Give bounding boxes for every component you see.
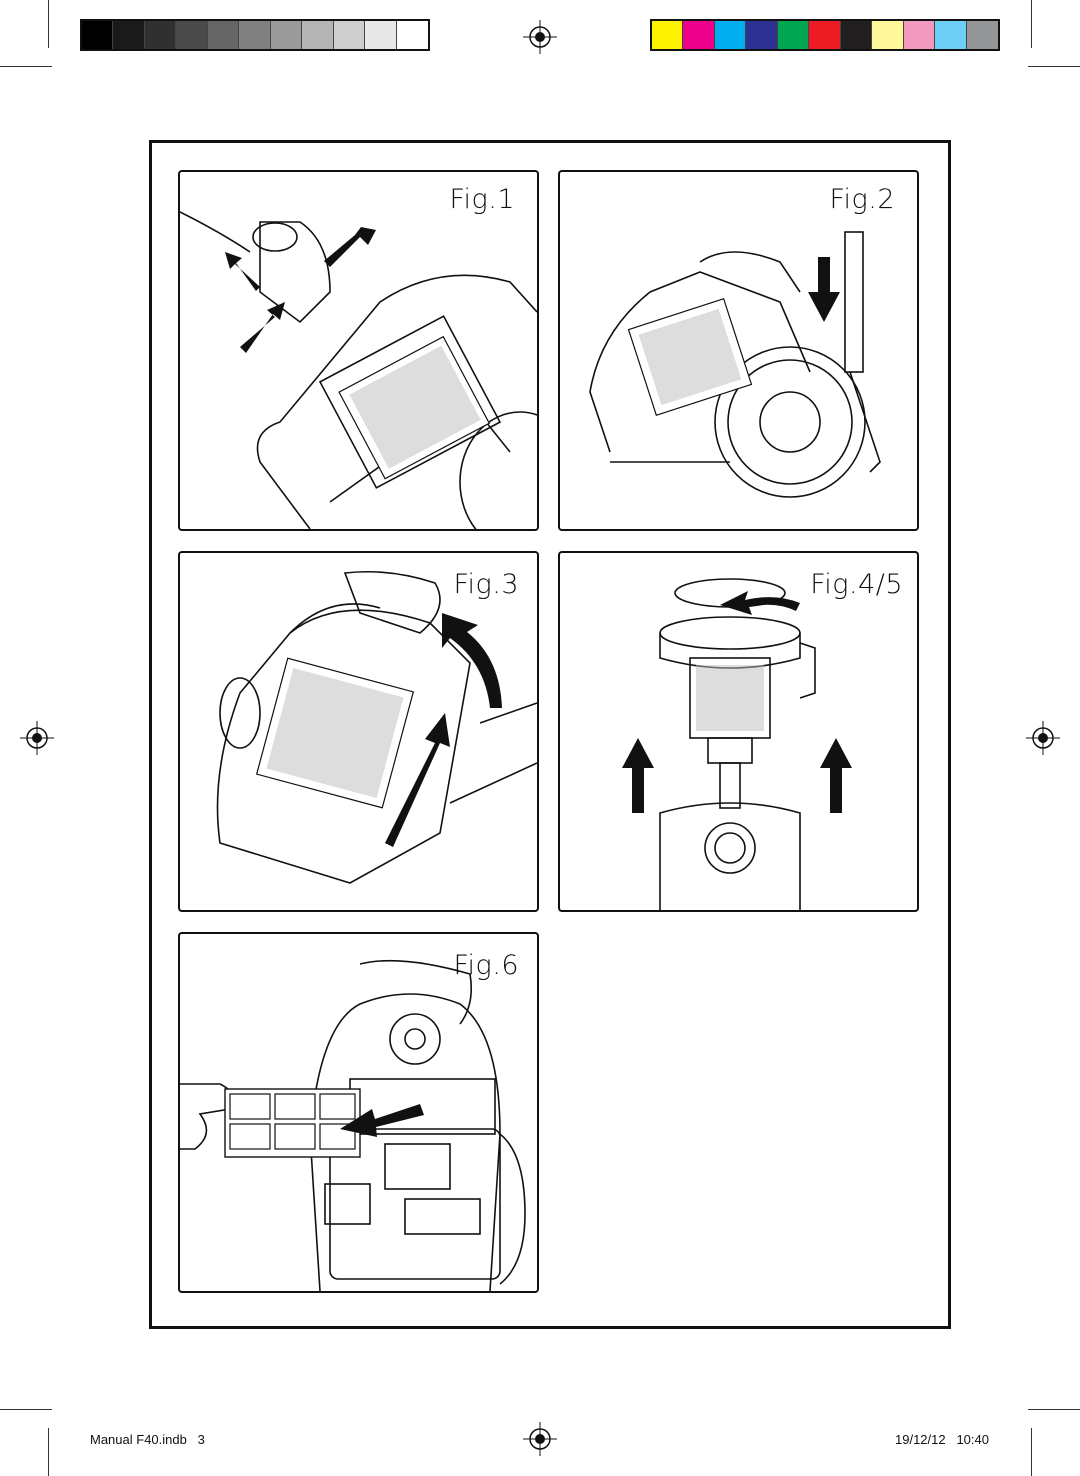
crop-mark xyxy=(1031,1428,1032,1476)
gray-swatch xyxy=(207,21,240,49)
filter-cleaning-illustration xyxy=(622,578,852,910)
gray-swatch xyxy=(365,21,397,49)
color-swatch xyxy=(652,21,684,49)
vacuum-handle-lift-illustration xyxy=(589,231,881,498)
figures-frame: Fig.1 Fig.2 xyxy=(149,140,951,1329)
fig2-label: Fig.2 xyxy=(829,184,895,215)
gray-swatch xyxy=(144,21,177,49)
gray-swatch xyxy=(113,21,145,49)
dust-container-removal-illustration xyxy=(216,571,537,884)
fig1-panel: Fig.1 xyxy=(178,170,539,531)
footer-file-label: Manual F40.indb 3 xyxy=(90,1432,205,1447)
color-swatch xyxy=(872,21,904,49)
vacuum-hose-detach-illustration xyxy=(180,211,537,529)
grayscale-calibration-strip xyxy=(80,19,430,51)
crop-mark xyxy=(1028,1409,1080,1410)
color-swatch xyxy=(714,21,747,49)
registration-target-icon xyxy=(523,20,557,54)
color-swatch xyxy=(809,21,841,49)
gray-swatch xyxy=(270,21,303,49)
color-swatch xyxy=(966,21,998,49)
crop-mark xyxy=(1028,66,1080,67)
fig45-label: Fig.4/5 xyxy=(810,569,903,600)
gray-swatch xyxy=(176,21,208,49)
color-swatch xyxy=(903,21,936,49)
color-swatch xyxy=(683,21,715,49)
fig45-panel: Fig.4/5 xyxy=(558,551,919,912)
gray-swatch xyxy=(82,21,114,49)
gray-swatch xyxy=(302,21,334,49)
crop-mark xyxy=(48,0,49,48)
color-swatch xyxy=(746,21,778,49)
footer-datetime-label: 19/12/12 10:40 xyxy=(895,1432,989,1447)
registration-target-icon xyxy=(523,1422,557,1456)
fig3-label: Fig.3 xyxy=(453,569,519,600)
registration-target-icon xyxy=(1026,721,1060,755)
color-swatch xyxy=(935,21,967,49)
gray-swatch xyxy=(396,21,428,49)
registration-target-icon xyxy=(20,721,54,755)
fig6-label: Fig.6 xyxy=(453,950,519,981)
fig3-panel: Fig.3 xyxy=(178,551,539,912)
crop-mark xyxy=(0,1409,52,1410)
gray-swatch xyxy=(239,21,271,49)
fig2-panel: Fig.2 xyxy=(558,170,919,531)
crop-mark xyxy=(1031,0,1032,48)
color-swatch xyxy=(777,21,810,49)
color-calibration-strip xyxy=(650,19,1000,51)
crop-mark xyxy=(48,1428,49,1476)
fig6-panel: Fig.6 xyxy=(178,932,539,1293)
crop-mark xyxy=(0,66,52,67)
hepa-filter-replacement-illustration xyxy=(180,959,526,1291)
gray-swatch xyxy=(333,21,366,49)
fig1-label: Fig.1 xyxy=(449,184,515,215)
color-swatch xyxy=(840,21,873,49)
